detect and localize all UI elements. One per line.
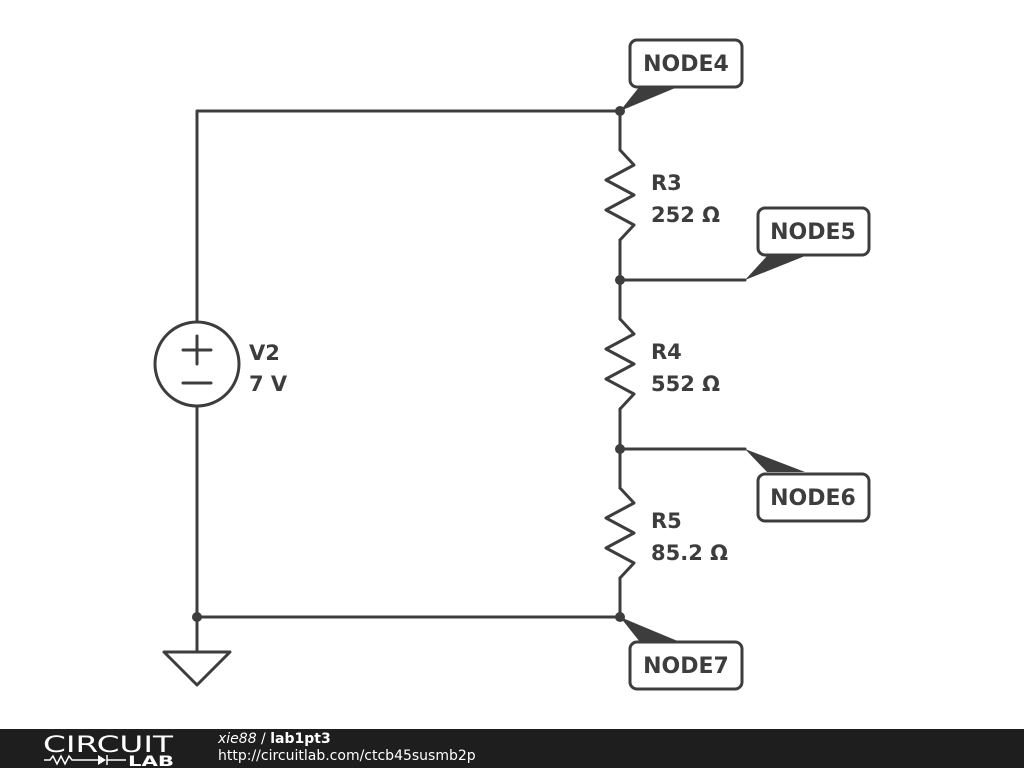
ground-icon	[162, 650, 232, 687]
r3-value: 252 Ω	[651, 203, 720, 227]
r5-name: R5	[651, 509, 682, 533]
node4-label: NODE4	[643, 52, 729, 77]
node-tag-node7[interactable]: NODE7	[620, 617, 744, 691]
node6-label: NODE6	[770, 486, 856, 511]
footer-bar: CIRCUIT LAB xie88 / lab1pt3 http://circu…	[0, 729, 1024, 768]
logo-top-text: CIRCUIT	[43, 733, 174, 758]
footer-info: xie88 / lab1pt3 http://circuitlab.com/ct…	[218, 731, 476, 765]
v2-name: V2	[249, 341, 280, 365]
node-tag-node4[interactable]: NODE4	[620, 38, 744, 111]
logo-bottom-text: LAB	[128, 754, 174, 767]
resistor-r4[interactable]: R4 552 Ω	[604, 317, 720, 411]
r4-value: 552 Ω	[651, 372, 720, 396]
logo-diode-icon	[98, 755, 106, 765]
r4-name: R4	[651, 340, 682, 364]
junction-ground	[192, 612, 202, 622]
node5-box	[756, 206, 871, 257]
footer-title-line: xie88 / lab1pt3	[218, 731, 476, 748]
node4-flag	[620, 86, 680, 111]
voltage-source-v2[interactable]: V2 7 V	[153, 320, 288, 408]
title-separator: /	[256, 731, 271, 747]
logo-resistor-icon	[44, 754, 78, 766]
circuit-schematic: V2 7 V R3 252 Ω R4 552 Ω R5 85.2 Ω NODE4…	[153, 38, 871, 691]
wire-top	[195, 109, 622, 323]
node5-label: NODE5	[770, 220, 856, 245]
resistor-r5-zigzag	[604, 486, 636, 580]
r3-name: R3	[651, 171, 682, 195]
node5-flag	[745, 256, 805, 280]
node6-box	[756, 472, 871, 523]
r5-value: 85.2 Ω	[651, 541, 728, 565]
voltage-source-circle	[153, 320, 241, 408]
circuit-title[interactable]: lab1pt3	[270, 731, 331, 747]
node6-flag	[745, 449, 805, 472]
author-link[interactable]: xie88	[218, 731, 257, 747]
resistor-r5[interactable]: R5 85.2 Ω	[604, 486, 728, 580]
node7-flag	[620, 617, 680, 642]
node7-box	[628, 640, 744, 691]
junction-node6	[615, 444, 625, 454]
circuit-url[interactable]: http://circuitlab.com/ctcb45susmb2p	[218, 748, 476, 764]
resistor-r3-zigzag	[604, 148, 636, 242]
node7-label: NODE7	[643, 654, 729, 679]
circuitlab-logo[interactable]: CIRCUIT LAB	[42, 731, 176, 767]
node-tag-node5[interactable]: NODE5	[745, 206, 871, 280]
v2-value: 7 V	[249, 372, 288, 396]
junction-node5	[615, 275, 625, 285]
resistor-r3[interactable]: R3 252 Ω	[604, 148, 720, 242]
wire-bottom	[195, 404, 622, 619]
node-tag-node6[interactable]: NODE6	[745, 449, 871, 523]
resistor-r4-zigzag	[604, 317, 636, 411]
node4-box	[628, 38, 744, 89]
